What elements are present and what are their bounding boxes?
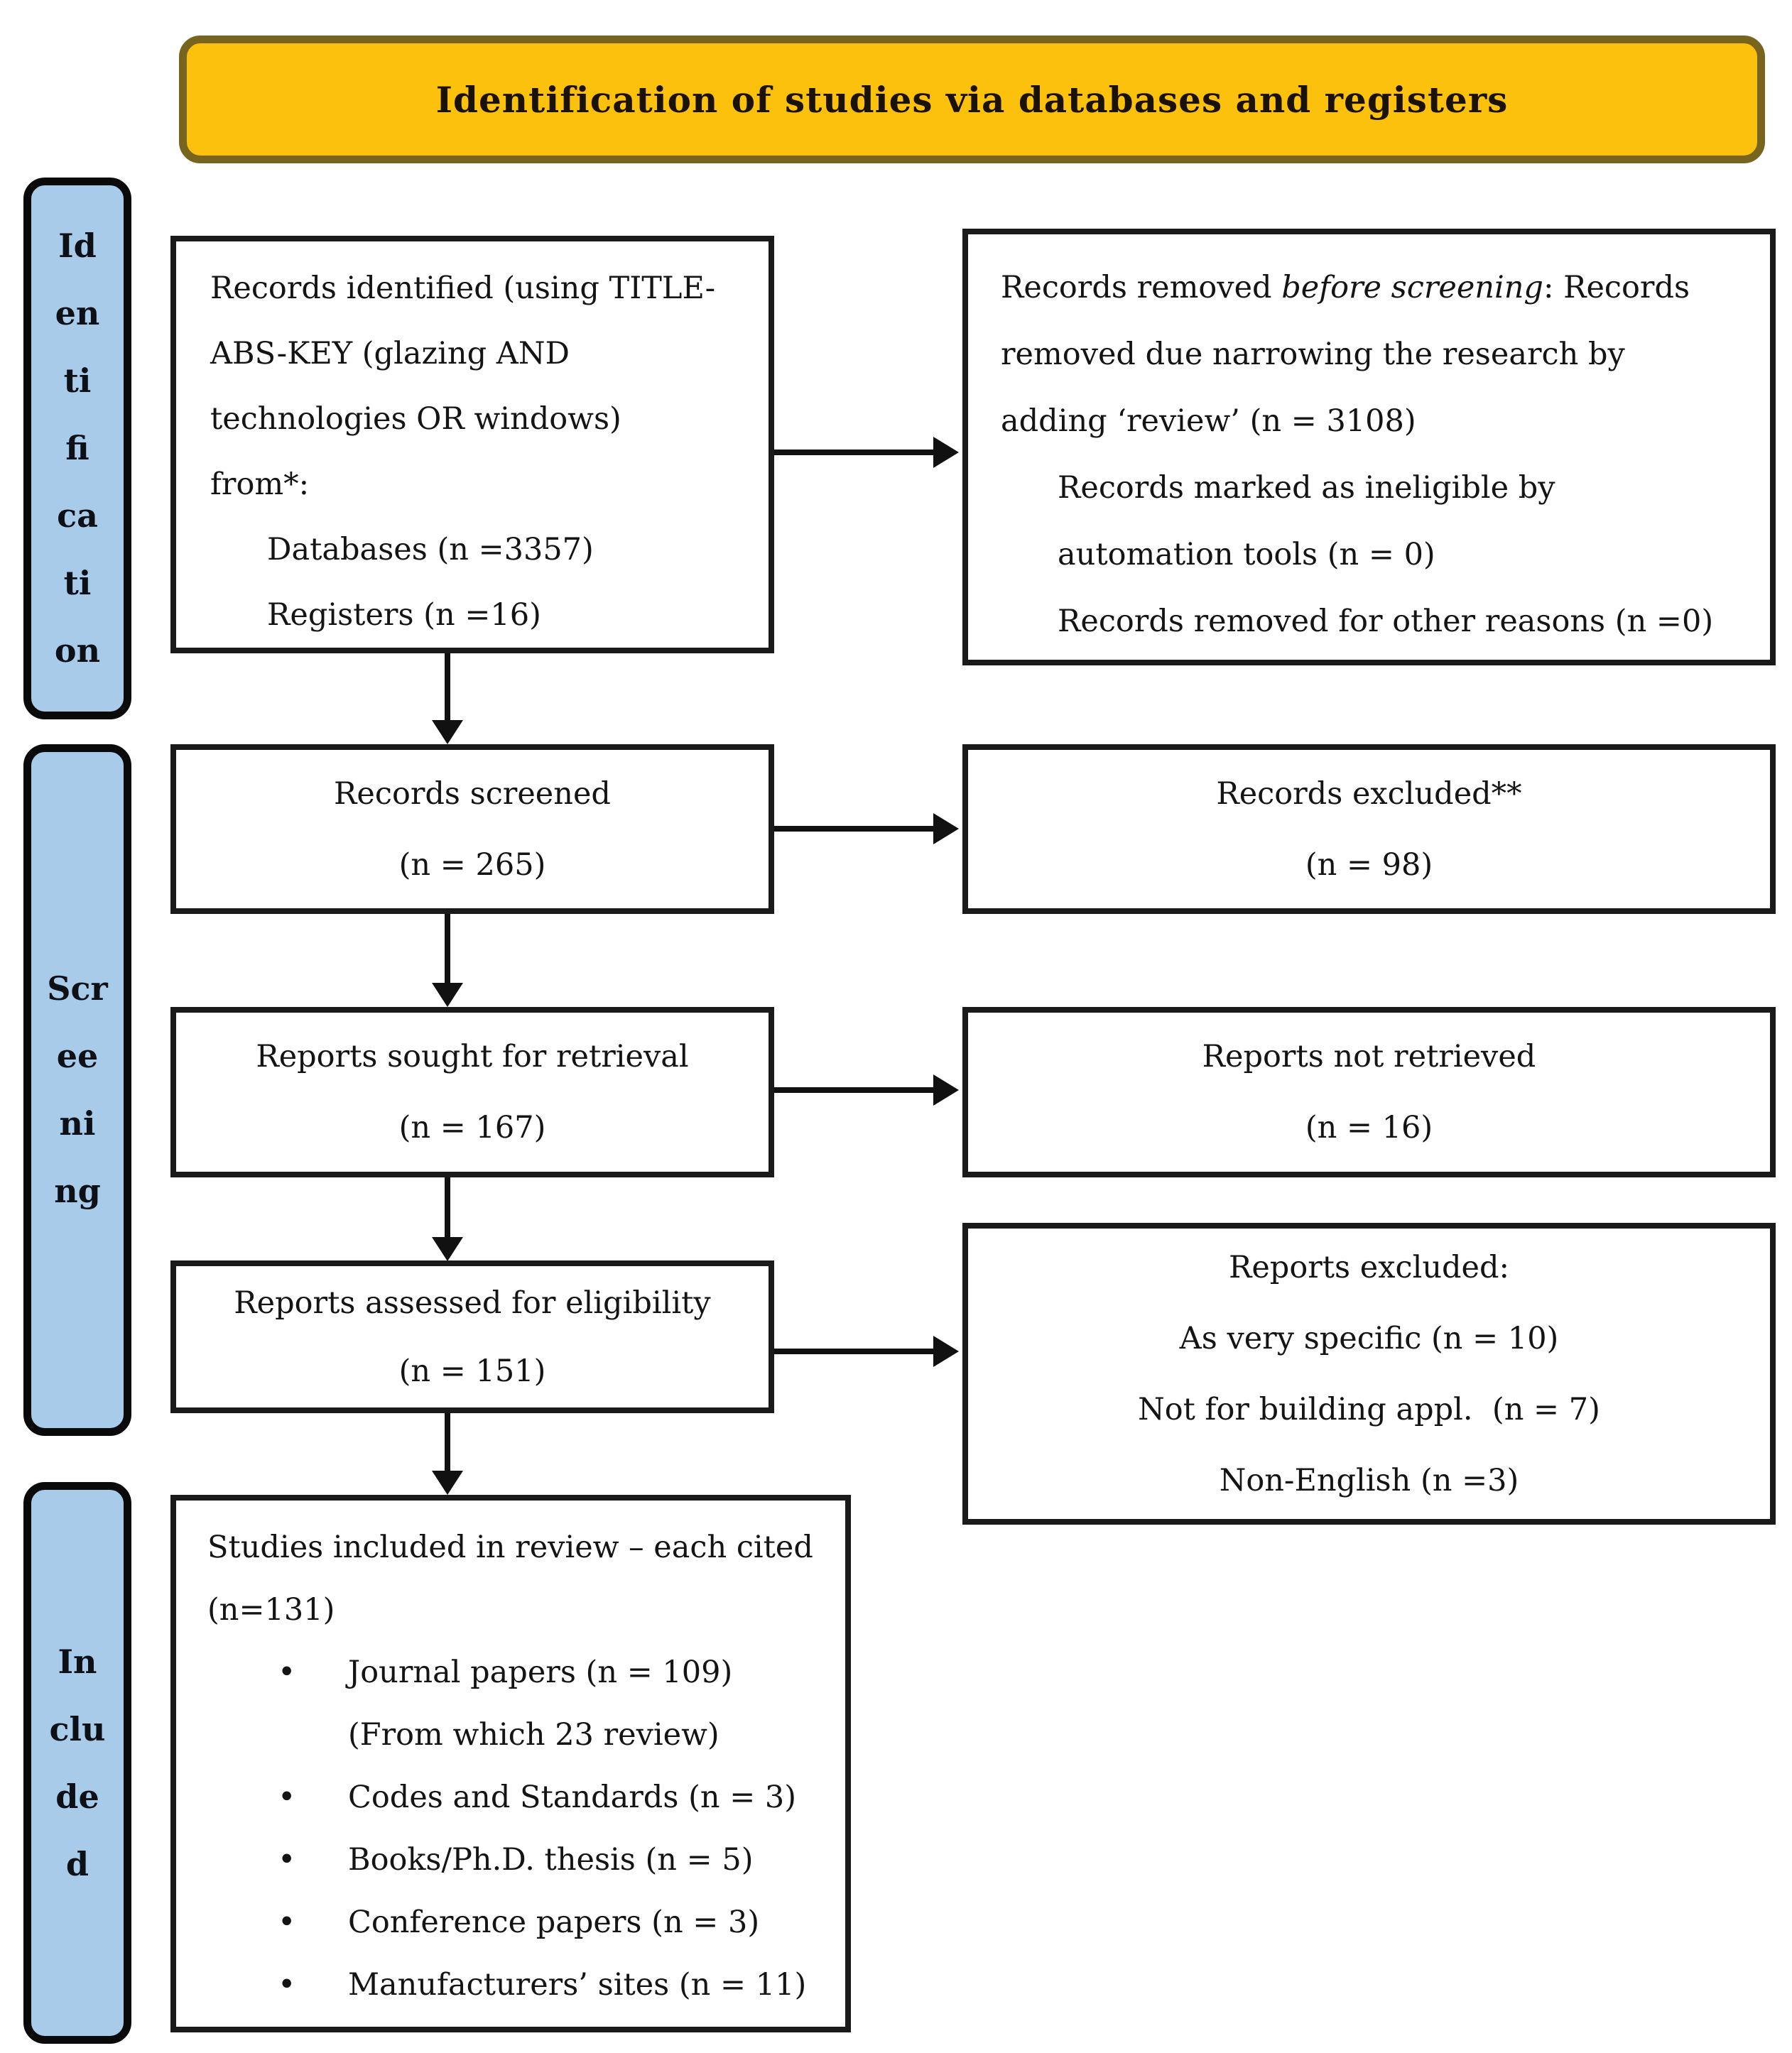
text-line: Studies included in review – each cited	[207, 1530, 813, 1565]
box-count: (n = 167)	[398, 1110, 546, 1145]
text-line: Records removed before screening: Record…	[1001, 254, 1759, 321]
stage-line: clu	[49, 1709, 106, 1748]
arrowhead-right-icon	[933, 813, 959, 844]
text-line: from*:	[210, 467, 310, 502]
stage-line: ca	[57, 496, 98, 535]
arrow-assessed-to-included	[445, 1413, 450, 1473]
stage-line: ng	[54, 1172, 101, 1210]
box-label: Reports not retrieved	[1202, 1039, 1536, 1074]
bullet-text: Codes and Standards (n = 3)	[348, 1780, 797, 1815]
bullet-icon: •	[278, 1655, 296, 1690]
arrow-identified-to-screened	[445, 653, 450, 721]
text-line-indented: Databases (n =3357)	[267, 532, 594, 567]
stage-line: ee	[56, 1037, 99, 1075]
box-count: (n = 265)	[398, 846, 546, 883]
arrowhead-right-icon	[933, 437, 959, 468]
arrowhead-down-icon	[432, 983, 463, 1007]
arrow-identified-to-removed	[774, 450, 935, 455]
arrow-assessed-to-reports-excluded	[774, 1349, 935, 1354]
arrow-sought-to-not-retrieved	[774, 1087, 935, 1093]
text-line-indented: Records removed for other reasons (n =0)	[1058, 604, 1714, 639]
box-count: (n = 151)	[398, 1353, 546, 1389]
bullet-icon: •	[278, 1780, 296, 1815]
arrow-screened-to-sought	[445, 914, 450, 984]
box-label: Records excluded**	[1216, 775, 1522, 812]
text-line: Reports excluded:	[1228, 1249, 1510, 1285]
text-segment: Records removed	[1001, 270, 1282, 305]
bullet-icon: •	[278, 1967, 296, 2003]
text-line: As very specific (n = 10)	[1179, 1320, 1559, 1356]
bullet-text: Books/Ph.D. thesis (n = 5)	[348, 1842, 754, 1878]
bullet-item: • Manufacturers’ sites (n = 11)	[207, 1954, 837, 2016]
arrow-sought-to-assessed	[445, 1177, 450, 1238]
text-line-indented: Registers (n =16)	[267, 597, 541, 633]
box-reports-excluded: Reports excluded: As very specific (n = …	[962, 1223, 1776, 1525]
stage-line: de	[55, 1777, 99, 1816]
bullet-icon: •	[278, 1905, 296, 1940]
italic-text-segment: before screening	[1281, 270, 1543, 305]
stage-line: ni	[59, 1104, 96, 1143]
box-reports-assessed: Reports assessed for eligibility (n = 15…	[170, 1260, 774, 1413]
stage-line: d	[65, 1844, 89, 1883]
stage-line: fi	[65, 429, 89, 467]
arrowhead-down-icon	[432, 720, 463, 744]
box-label: Reports assessed for eligibility	[234, 1285, 711, 1321]
arrowhead-right-icon	[933, 1074, 959, 1106]
stage-line: In	[58, 1642, 97, 1681]
text-line: adding ‘review’ (n = 3108)	[1001, 403, 1416, 439]
box-records-screened: Records screened (n = 265)	[170, 744, 774, 914]
box-records-removed: Records removed before screening: Record…	[962, 229, 1776, 665]
stage-line: ti	[63, 361, 92, 400]
box-studies-included: Studies included in review – each cited …	[170, 1495, 851, 2032]
stage-line: on	[54, 631, 101, 670]
box-count: (n = 98)	[1305, 846, 1433, 883]
arrowhead-right-icon	[933, 1336, 959, 1367]
box-reports-not-retrieved: Reports not retrieved (n = 16)	[962, 1007, 1776, 1177]
bullet-icon: •	[278, 1842, 296, 1878]
stage-line: en	[55, 294, 100, 332]
text-line: technologies OR windows)	[210, 401, 621, 437]
stage-line: ti	[63, 564, 92, 602]
text-line: Non-English (n =3)	[1219, 1462, 1519, 1498]
banner-title: Identification of studies via databases …	[435, 78, 1509, 121]
bullet-item: • Books/Ph.D. thesis (n = 5)	[207, 1829, 837, 1891]
bullet-item: • Codes and Standards (n = 3)	[207, 1766, 837, 1829]
stage-label-included: In clu de d	[23, 1482, 131, 2044]
arrowhead-down-icon	[432, 1237, 463, 1261]
text-line-indented: automation tools (n = 0)	[1058, 537, 1435, 572]
bullet-text: Conference papers (n = 3)	[348, 1905, 760, 1940]
text-line: ABS-KEY (glazing AND	[210, 336, 570, 371]
banner: Identification of studies via databases …	[179, 36, 1765, 163]
text-segment: : Records	[1543, 270, 1690, 305]
box-label: Reports sought for retrieval	[256, 1039, 689, 1074]
bullet-text: Manufacturers’ sites (n = 11)	[348, 1967, 807, 2003]
bullet-item: • Journal papers (n = 109)	[207, 1641, 837, 1704]
text-line: Not for building appl. (n = 7)	[1138, 1391, 1600, 1427]
arrowhead-down-icon	[432, 1471, 463, 1495]
bullet-continuation: (From which 23 review)	[348, 1717, 719, 1753]
stage-label-identification: Id en ti fi ca ti on	[23, 178, 131, 719]
text-line-indented: Records marked as ineligible by	[1058, 470, 1555, 506]
stage-label-screening: Scr ee ni ng	[23, 744, 131, 1436]
box-records-identified: Records identified (using TITLE- ABS-KEY…	[170, 236, 774, 653]
stage-line: Scr	[47, 969, 108, 1008]
bullet-text: Journal papers (n = 109)	[348, 1655, 733, 1690]
text-line: Records identified (using TITLE-	[210, 271, 716, 306]
text-line: (n=131)	[207, 1592, 335, 1628]
box-count: (n = 16)	[1305, 1110, 1433, 1145]
arrow-screened-to-excluded	[774, 826, 935, 832]
stage-line: Id	[58, 227, 97, 265]
text-line: removed due narrowing the research by	[1001, 337, 1625, 372]
box-records-excluded: Records excluded** (n = 98)	[962, 744, 1776, 914]
box-reports-sought: Reports sought for retrieval (n = 167)	[170, 1007, 774, 1177]
box-label: Records screened	[334, 775, 611, 812]
bullet-item: • Conference papers (n = 3)	[207, 1891, 837, 1954]
